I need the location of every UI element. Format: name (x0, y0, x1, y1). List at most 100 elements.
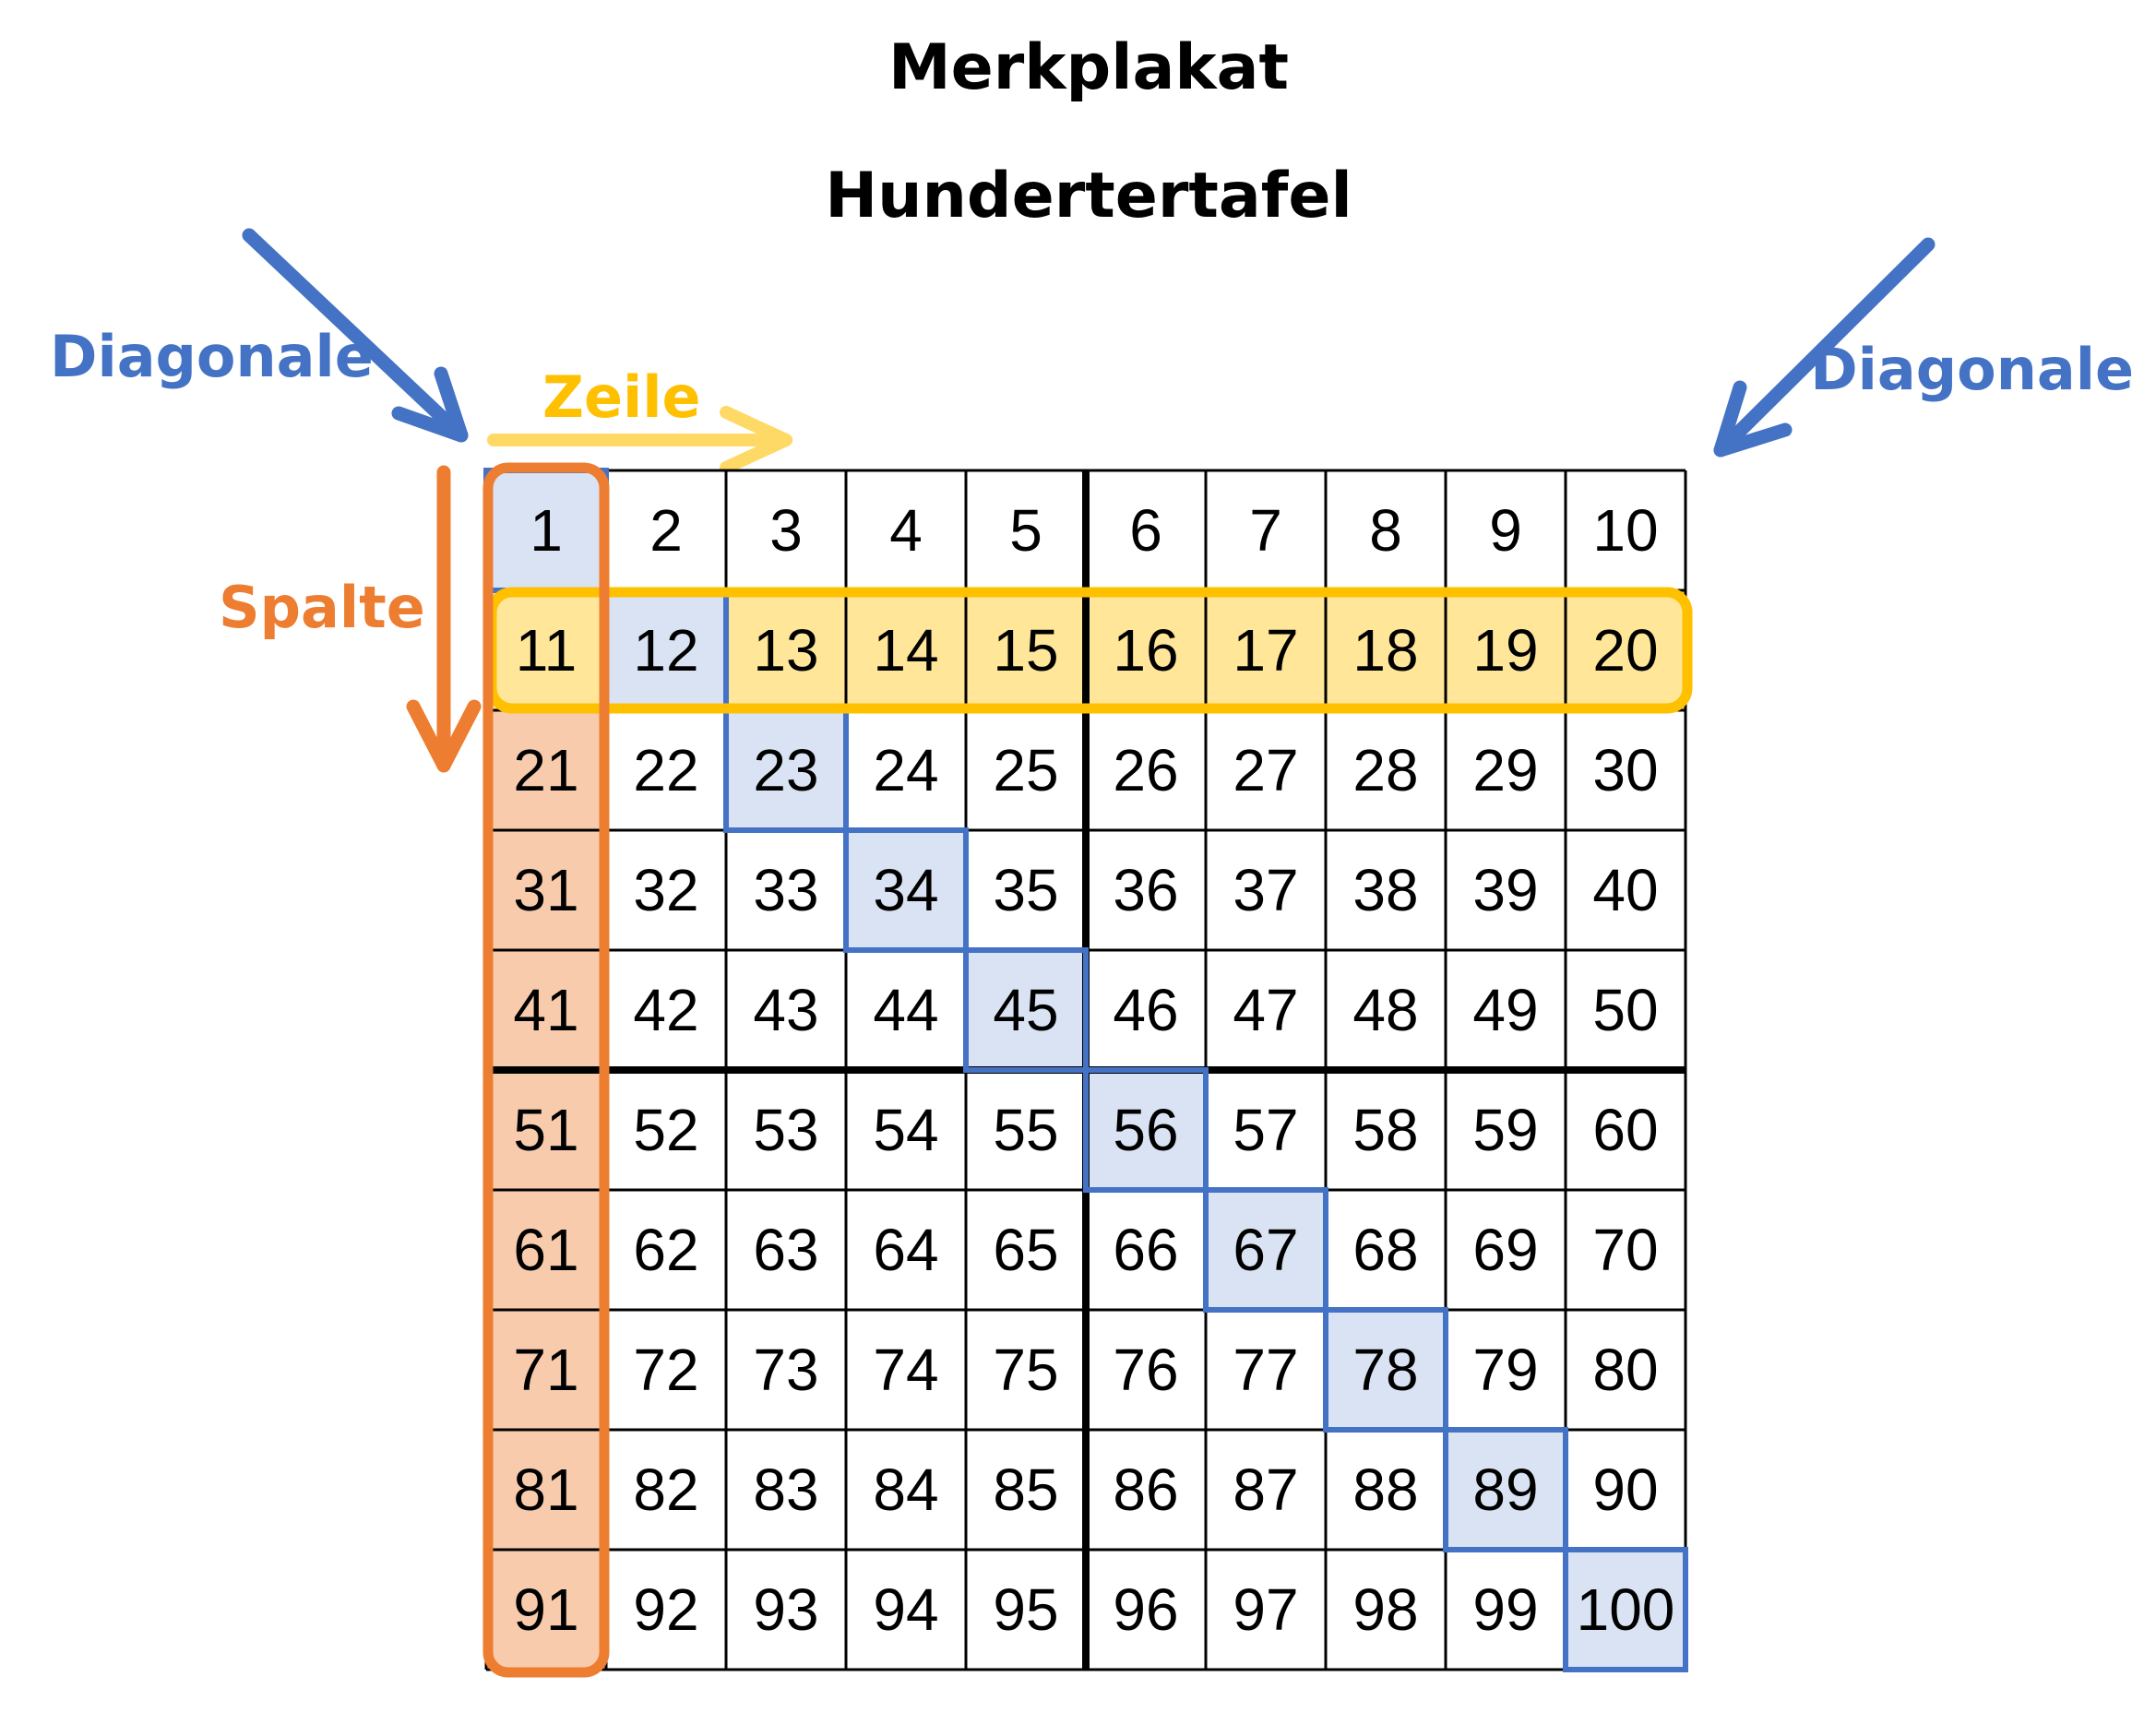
cell-number: 75 (993, 1337, 1058, 1403)
grid-cell (1086, 590, 1206, 710)
cell-number: 76 (1113, 1337, 1178, 1403)
grid-cell (1086, 1310, 1206, 1430)
grid-cell (486, 1190, 606, 1310)
grid-cell (1446, 1310, 1566, 1430)
diagonal-cell (1566, 1550, 1685, 1670)
cell-number: 57 (1233, 1097, 1298, 1163)
grid-cell (846, 470, 966, 590)
cell-number: 11 (516, 617, 577, 684)
grid-cell (966, 710, 1086, 830)
cell-number: 66 (1113, 1217, 1178, 1283)
diagonal-cell (486, 470, 606, 590)
diagonal-cell (1446, 1430, 1566, 1550)
grid-cell (606, 710, 726, 830)
cell-number: 16 (1113, 617, 1178, 684)
cell-number: 56 (1113, 1097, 1178, 1163)
cell-number: 1 (530, 497, 563, 564)
grid-cell (1086, 950, 1206, 1070)
diagonal-label-right: Diagonale (1810, 336, 2134, 403)
cell-number: 21 (513, 737, 578, 803)
grid-cell (1086, 470, 1206, 590)
grid-cell (1446, 710, 1566, 830)
diagonal-cell-outline (1083, 1067, 1209, 1193)
grid-cell (486, 1070, 606, 1190)
diagonal-cell-outline (1443, 1427, 1568, 1552)
cell-number: 41 (513, 977, 578, 1043)
cell-number: 86 (1113, 1457, 1178, 1523)
cell-number: 82 (633, 1457, 698, 1523)
diagonal-cell (1326, 1310, 1446, 1430)
cell-number: 73 (753, 1337, 818, 1403)
grid-cell (726, 1070, 846, 1190)
grid-cell (1566, 1430, 1685, 1550)
grid-cell (1326, 1430, 1446, 1550)
cell-number: 89 (1472, 1457, 1538, 1523)
cell-number: 91 (513, 1576, 578, 1643)
grid-cell (606, 1550, 726, 1670)
grid-cell (846, 710, 966, 830)
cell-number: 94 (873, 1576, 938, 1643)
diagonal-cell (606, 590, 726, 710)
grid-cell (486, 710, 606, 830)
grid-cell (1326, 590, 1446, 710)
cell-number: 31 (513, 857, 578, 923)
grid-cell (1566, 830, 1685, 950)
cell-number: 59 (1472, 1097, 1538, 1163)
cell-number: 24 (873, 737, 938, 803)
cell-number: 47 (1233, 977, 1298, 1043)
cell-number: 2 (649, 497, 683, 564)
cell-number: 84 (873, 1457, 938, 1523)
grid-cell (1206, 1550, 1326, 1670)
cell-number: 37 (1233, 857, 1298, 923)
cell-number: 63 (753, 1217, 818, 1283)
grid-cell (1086, 1430, 1206, 1550)
grid-cell (1206, 1070, 1326, 1190)
cell-number: 55 (993, 1097, 1058, 1163)
diagonal-cell (966, 950, 1086, 1070)
poster-title: Merkplakat (888, 31, 1289, 104)
poster-subtitle: Hundertertafel (825, 160, 1352, 232)
grid-cell (846, 1430, 966, 1550)
cell-number: 9 (1489, 497, 1522, 564)
grid-cell (1206, 1310, 1326, 1430)
cell-number: 3 (769, 497, 803, 564)
grid-cell (1566, 1190, 1685, 1310)
grid-cell (966, 1430, 1086, 1550)
cell-number: 45 (993, 977, 1058, 1043)
cell-number: 96 (1113, 1576, 1178, 1643)
cell-number: 83 (753, 1457, 818, 1523)
grid-cell (846, 1070, 966, 1190)
cell-number: 64 (873, 1217, 938, 1283)
grid-cell (966, 1070, 1086, 1190)
cell-number: 53 (753, 1097, 818, 1163)
cell-number: 81 (513, 1457, 578, 1523)
cell-number: 14 (873, 617, 938, 684)
cell-number: 23 (753, 737, 818, 803)
grid-cell (966, 1310, 1086, 1430)
cell-number: 74 (873, 1337, 938, 1403)
grid-cell (1206, 470, 1326, 590)
cell-number: 54 (873, 1097, 938, 1163)
cell-number: 7 (1249, 497, 1282, 564)
grid-cell (1326, 950, 1446, 1070)
diagonal-label-left: Diagonale (50, 323, 374, 390)
cell-number: 72 (633, 1337, 698, 1403)
cell-number: 60 (1592, 1097, 1658, 1163)
cell-number: 29 (1472, 737, 1538, 803)
column-highlight-outline (482, 462, 610, 1678)
grid-cell (1446, 590, 1566, 710)
cell-number: 100 (1577, 1576, 1675, 1643)
grid-cell (726, 830, 846, 950)
cell-number: 99 (1472, 1576, 1538, 1643)
cell-number: 40 (1592, 857, 1658, 923)
cell-number: 20 (1592, 617, 1658, 684)
grid-cell (846, 950, 966, 1070)
grid-cell (1086, 1550, 1206, 1670)
diagonal-cell-outline (1203, 1187, 1328, 1313)
grid-cell (846, 590, 966, 710)
cell-number: 10 (1592, 497, 1658, 564)
cell-number: 4 (889, 497, 923, 564)
grid-cell (846, 1310, 966, 1430)
cell-number: 78 (1352, 1337, 1418, 1403)
cell-number: 43 (753, 977, 818, 1043)
